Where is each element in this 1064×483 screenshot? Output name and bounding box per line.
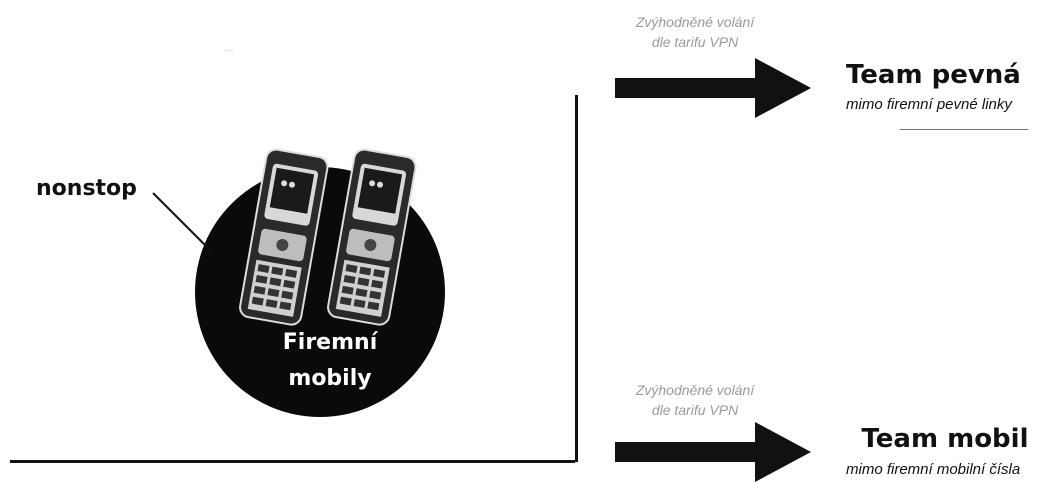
- nonstop-leader-line: [150, 190, 220, 260]
- arrow-right-icon: [615, 418, 815, 483]
- route-caption: Zvýhodněné volání dle tarifu VPN: [610, 12, 780, 52]
- arrow-right-icon: [615, 52, 815, 122]
- panel-right-border: [575, 95, 578, 462]
- caption-line2: dle tarifu VPN: [610, 32, 780, 52]
- target-subtitle: mimo firemní mobilní čísla: [846, 461, 1020, 478]
- caption-line1: Zvýhodněné volání: [610, 12, 780, 32]
- panel-bottom-border: [10, 460, 575, 463]
- target-title: Team pevná: [846, 60, 1016, 90]
- company-mobiles-graphic: [180, 130, 460, 460]
- underline: [900, 129, 1028, 130]
- nonstop-label: nonstop: [36, 176, 137, 201]
- circle-label-line2: mobily: [270, 361, 390, 397]
- circle-label: Firemní mobily: [270, 325, 390, 397]
- faint-text: ...: [225, 40, 234, 55]
- caption-line1: Zvýhodněné volání: [610, 380, 780, 400]
- target-subtitle: mimo firemní pevné linky: [846, 96, 1012, 113]
- route-caption: Zvýhodněné volání dle tarifu VPN: [610, 380, 780, 420]
- caption-line2: dle tarifu VPN: [610, 400, 780, 420]
- circle-label-line1: Firemní: [270, 325, 390, 361]
- target-title: Team mobil: [860, 424, 1030, 454]
